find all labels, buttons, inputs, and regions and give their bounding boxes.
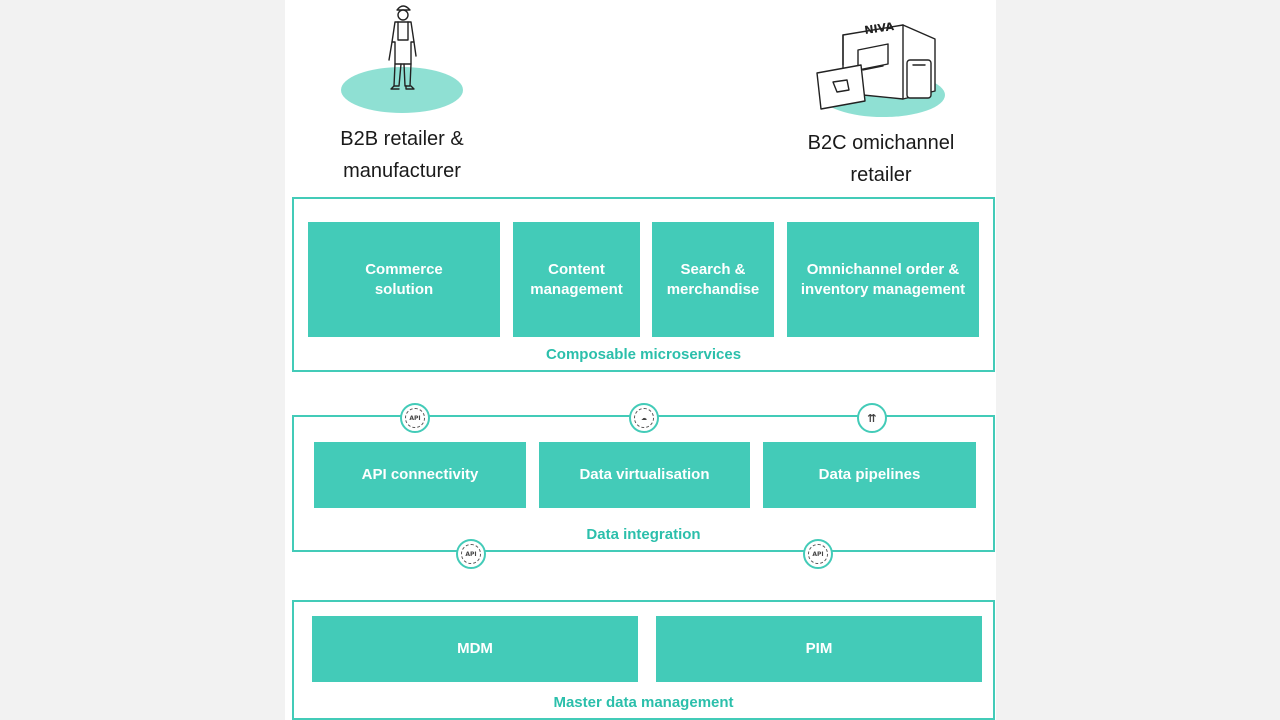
microservices-layer: Commerce solution Content management Sea… [292, 197, 995, 372]
data-integration-layer-label: Data integration [586, 526, 701, 543]
cloud-gear-icon: ☁ [629, 403, 659, 433]
data-virtualisation-box: Data virtualisation [539, 442, 750, 508]
omnichannel-order-box: Omnichannel order & inventory management [787, 222, 979, 337]
api-connectivity-box: API connectivity [314, 442, 526, 508]
content-management-box: Content management [513, 222, 640, 337]
store-sign-text: NIVA [864, 20, 896, 37]
search-merchandise-box: Search & merchandise [652, 222, 774, 337]
storefront-phone-icon: NIVA [816, 20, 945, 117]
b2c-persona-label: B2C omichannel retailer [807, 132, 955, 186]
commerce-solution-box: Commerce solution [308, 222, 500, 337]
pipeline-arrows-icon: ⇈ [857, 403, 887, 433]
pim-box: PIM [656, 616, 982, 682]
mdm-box: MDM [312, 616, 638, 682]
data-pipelines-box: Data pipelines [763, 442, 976, 508]
worker-figure-icon [341, 5, 463, 113]
master-data-layer-label: Master data management [553, 694, 734, 711]
api-gear-icon: API [456, 539, 486, 569]
api-gear-icon: API [400, 403, 430, 433]
data-integration-layer: API connectivity Data virtualisation Dat… [292, 415, 995, 552]
api-gear-icon: API [803, 539, 833, 569]
architecture-diagram: B2B retailer & manufacturer NIVA B2C omi… [285, 0, 996, 720]
master-data-layer: MDM PIM Master data management [292, 600, 995, 720]
b2b-persona-label: B2B retailer & manufacturer [340, 128, 464, 182]
microservices-layer-label: Composable microservices [545, 346, 742, 363]
